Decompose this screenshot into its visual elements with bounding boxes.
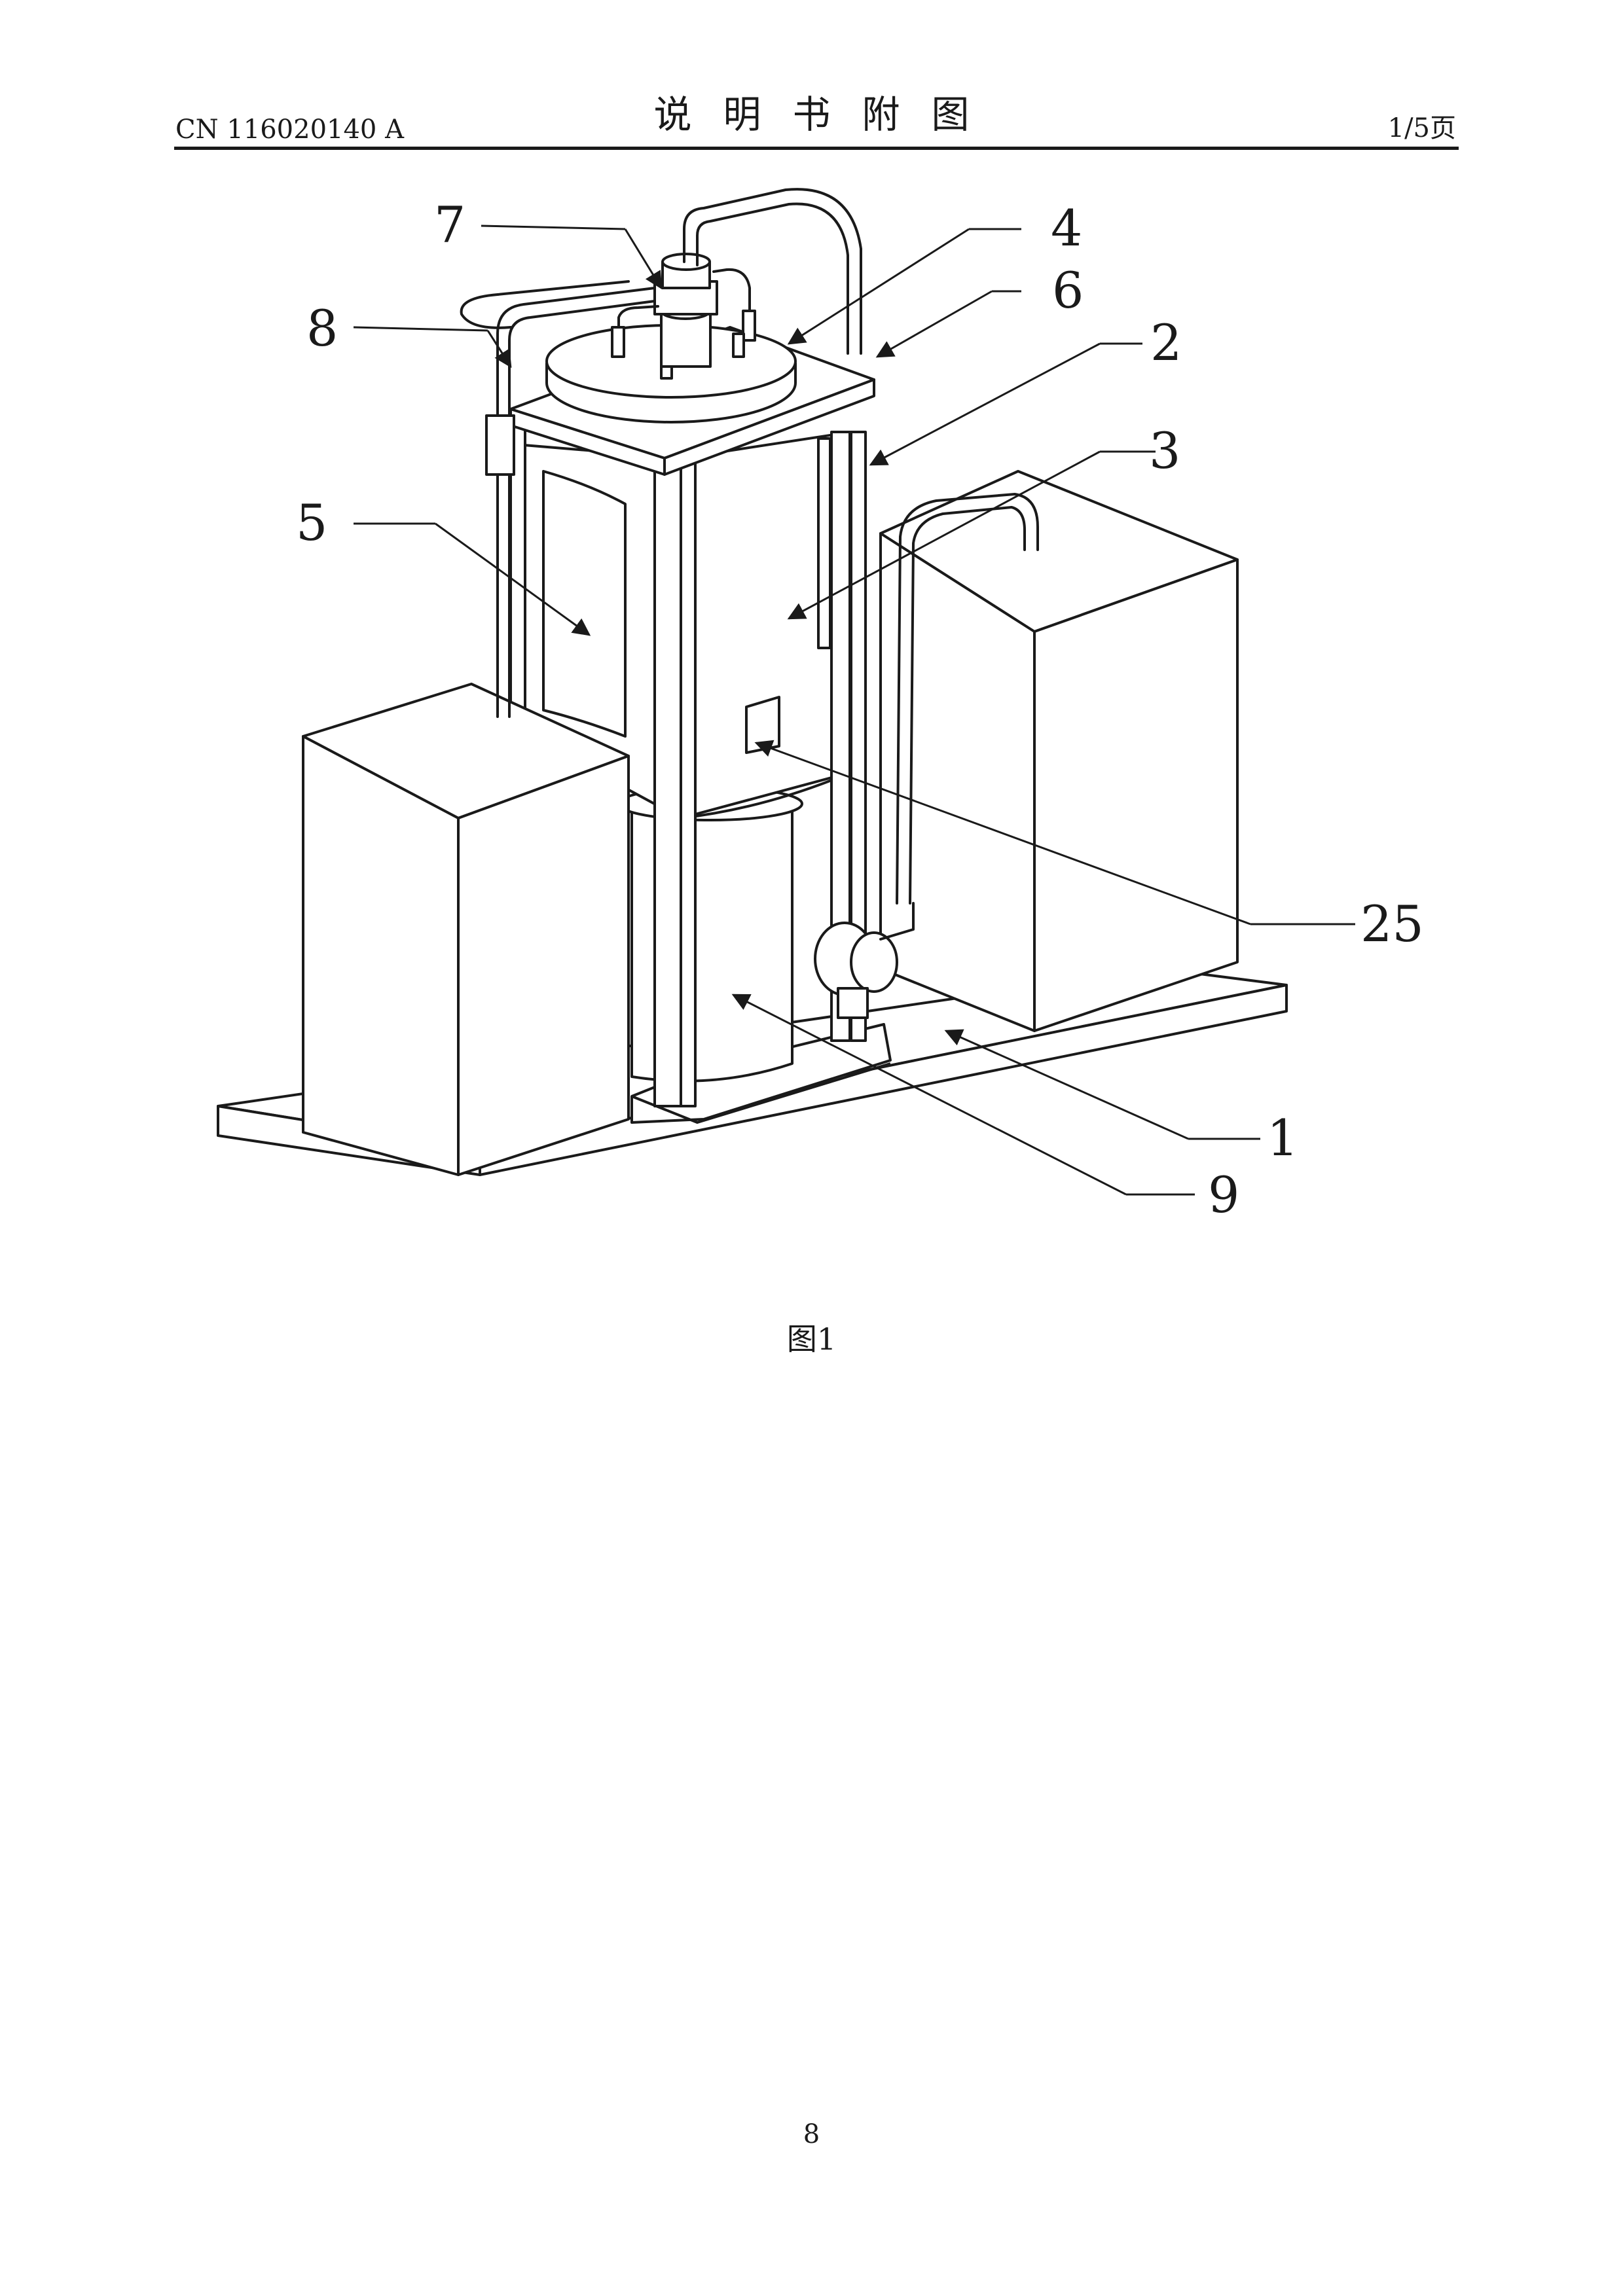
- figure-caption: 图1: [786, 1321, 837, 1357]
- circulation-pump: [814, 922, 898, 1019]
- pipework: [460, 188, 1039, 941]
- leader-lines: [353, 224, 1355, 1196]
- lid-fittings: [611, 310, 756, 380]
- header-rule: [174, 147, 1459, 150]
- label-8: 8: [306, 299, 338, 357]
- publication-number: CN 116020140 A: [175, 115, 404, 145]
- label-4: 4: [1051, 199, 1082, 257]
- part-labels: 7 8 4 6 2 3 5 25 1 9: [296, 196, 1424, 1224]
- left-tank-box: [302, 683, 630, 1176]
- gauge-panel: [745, 696, 780, 754]
- label-3: 3: [1149, 422, 1180, 480]
- label-6: 6: [1052, 261, 1084, 319]
- document-title: 说明书附图: [653, 92, 1001, 137]
- right-tank-box: [879, 470, 1239, 1032]
- label-2: 2: [1150, 314, 1182, 372]
- page-count: 1/5页: [1387, 113, 1456, 143]
- label-1: 1: [1267, 1109, 1298, 1167]
- label-25: 25: [1360, 895, 1424, 953]
- label-7: 7: [434, 196, 465, 254]
- label-5: 5: [296, 493, 327, 552]
- page-number: 8: [803, 2119, 820, 2149]
- motor: [653, 253, 718, 368]
- label-9: 9: [1208, 1166, 1239, 1224]
